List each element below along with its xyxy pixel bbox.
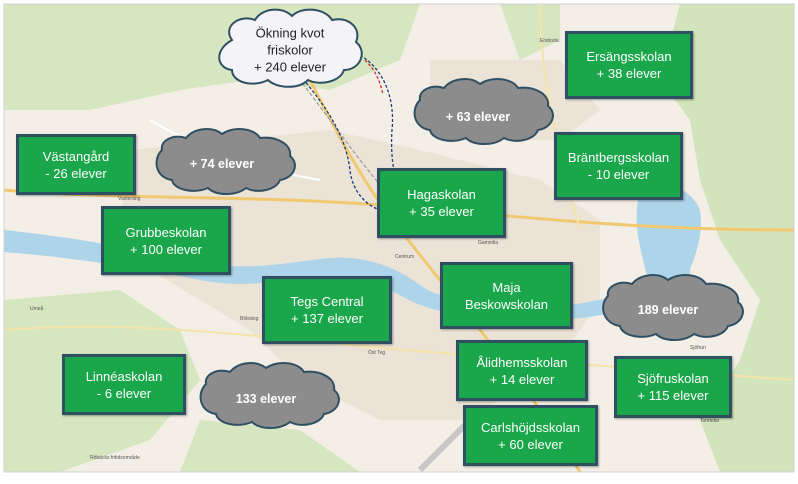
school-change: + 60 elever [498,436,563,452]
school-change: + 115 elever [637,388,709,403]
school-name: Västangård [42,148,110,164]
map-label: Böleäng [240,316,259,322]
connector-line [359,54,406,201]
cloud-shape [199,362,340,429]
school-name: Hagaskolan [407,187,476,202]
school-name: Maja [492,279,521,295]
school-box-brantbergsskolan: Bräntbergsskolan - 10 elever [554,132,683,200]
river [4,230,690,320]
map-label: Sjöfrun [690,345,706,351]
school-change: - 10 elever [587,167,650,182]
school-box-linneaskolan: Linnéaskolan - 6 elever [62,354,186,415]
cloud-shape [602,274,744,341]
school-name-line2: Beskowskolan [464,296,549,312]
cloud-label: + 74 elever [189,157,255,171]
school-change: + 100 elever [130,241,202,257]
school-change: + 137 elever [291,311,363,326]
note-label: Ökning kvot friskolor + 240 elever [254,25,326,76]
forest-area [500,4,560,60]
school-name: Sjöfruskolan [637,371,709,386]
connector-line [364,59,384,96]
forest-area [180,420,360,472]
map-label: Umeå [30,306,44,312]
cloud-shape [155,128,296,195]
cloud-label: 189 elever [637,303,699,317]
school-box-tegs-central: Tegs Central + 137 elever [262,276,392,344]
map-label: Tomtebo [700,418,720,424]
school-name: Ersängsskolan [586,49,672,64]
school-change: - 26 elever [45,165,107,181]
forest-area [660,4,794,472]
cloud-label: 133 elever [235,392,297,406]
note-line: Ökning kvot [255,25,325,41]
map-label: Ersboda [540,38,559,44]
school-name: Bräntbergsskolan [567,150,670,165]
map-frame [3,3,795,473]
school-box-maja-beskowskolan: Maja Beskowskolan [440,262,573,329]
map-label: Centrum [395,254,415,260]
school-change: + 38 elever [596,66,662,81]
note-cloud [218,8,363,88]
map-label: Öst Teg [368,350,386,356]
map-label: Vasteräng [118,196,141,202]
school-change: + 35 elever [409,204,474,219]
school-name: Ålidhemsskolan [476,354,568,370]
cloud-label: + 63 elever [445,110,511,124]
map-label: Gammlia [478,240,499,246]
map-label: Röbäcks fritidsområde [90,455,140,461]
school-box-hagaskolan: Hagaskolan + 35 elever [377,168,506,238]
connector-line [299,74,381,211]
school-box-sjofruskolan: Sjöfruskolan + 115 elever [614,356,732,418]
note-line: friskolor [267,42,313,58]
note-line: + 240 elever [254,59,326,75]
school-box-grubbeskolan: Grubbeskolan + 100 elever [101,206,231,275]
school-change: + 14 elever [489,371,555,387]
school-name: Carlshöjdsskolan [481,419,580,435]
school-box-alidhemsskolan: Ålidhemsskolan + 14 elever [456,340,588,401]
lake [636,185,701,290]
school-name: Grubbeskolan [125,224,207,240]
school-name: Linnéaskolan [85,368,163,384]
school-change: - 6 elever [96,385,152,401]
cloud-shape [413,78,554,145]
school-name: Tegs Central [290,294,364,309]
school-box-vastangard: Västangård - 26 elever [16,134,136,195]
school-box-carlshojdsskolan: Carlshöjdsskolan + 60 elever [463,405,598,466]
school-box-ersangsskolan: Ersängsskolan + 38 elever [565,31,693,99]
